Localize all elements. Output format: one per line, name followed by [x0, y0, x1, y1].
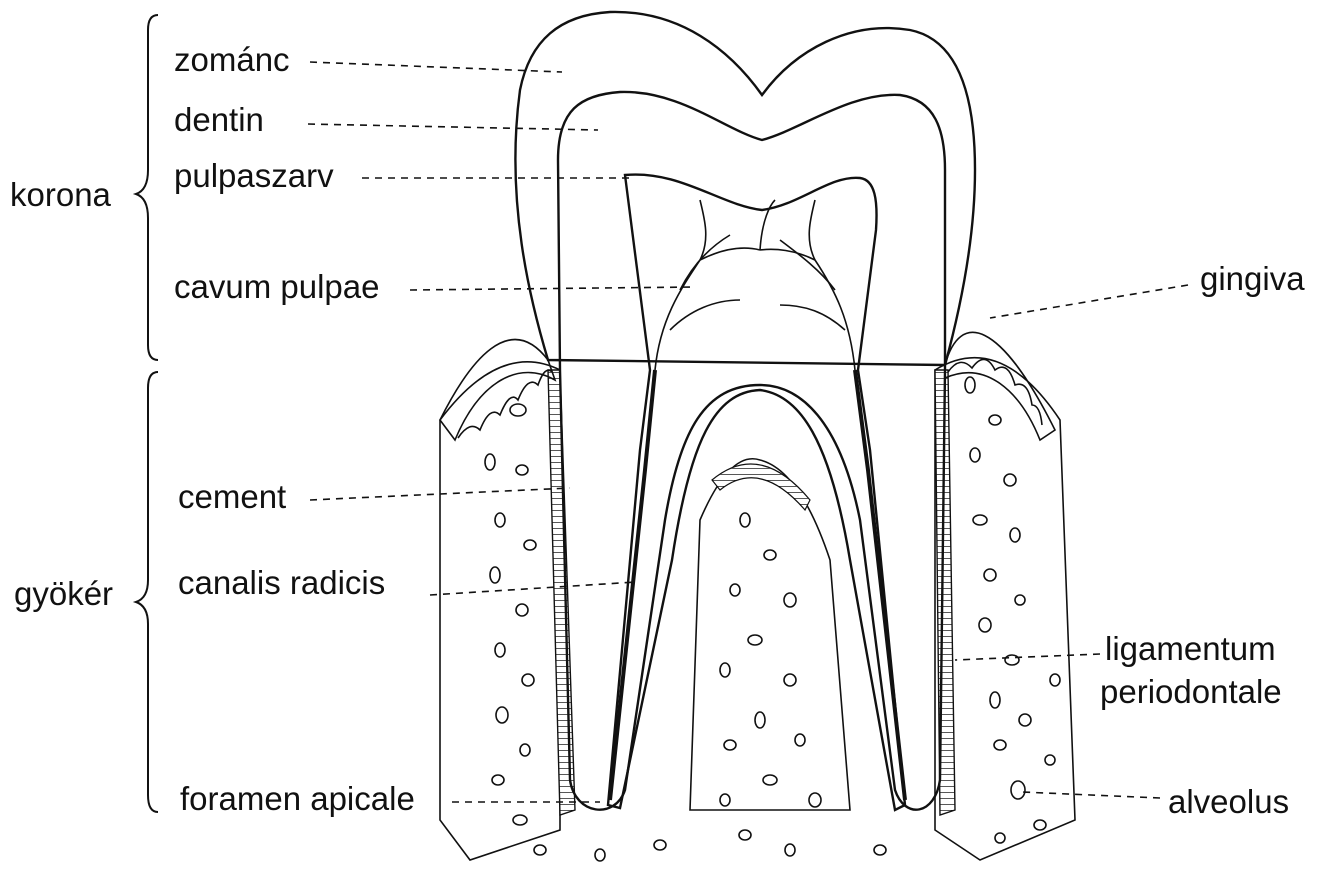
label-dentin: dentin [174, 101, 264, 138]
label-root-canal: canalis radicis [178, 564, 385, 601]
dentin-layer [558, 92, 945, 810]
label-enamel: zománc [174, 41, 290, 78]
label-pulp-horn: pulpaszarv [174, 157, 334, 194]
group-label-root: gyökér [14, 575, 113, 612]
label-gingiva: gingiva [1200, 260, 1305, 297]
pulp-vessels [655, 200, 855, 370]
root-brace [136, 372, 158, 812]
label-pdl-line1: ligamentum [1105, 630, 1276, 667]
label-cementum: cement [178, 478, 286, 515]
leader-root-canal [430, 582, 636, 595]
leader-gingiva [990, 285, 1188, 318]
leader-dentin [308, 124, 598, 130]
label-pdl-line2: periodontale [1100, 673, 1282, 710]
enamel-layer [515, 12, 975, 365]
label-alveolus: alveolus [1168, 783, 1289, 820]
leader-pdl [955, 654, 1100, 660]
leader-alveolus [1022, 792, 1160, 798]
crown-brace [136, 15, 158, 360]
label-pulp-cavity: cavum pulpae [174, 268, 379, 305]
alveolar-bone [440, 358, 1075, 860]
group-label-crown: korona [10, 176, 112, 213]
periodontal-ligament [548, 370, 955, 815]
leader-enamel [310, 62, 562, 72]
label-apical-foramen: foramen apicale [180, 780, 415, 817]
leader-pulp-cavity [410, 287, 695, 290]
